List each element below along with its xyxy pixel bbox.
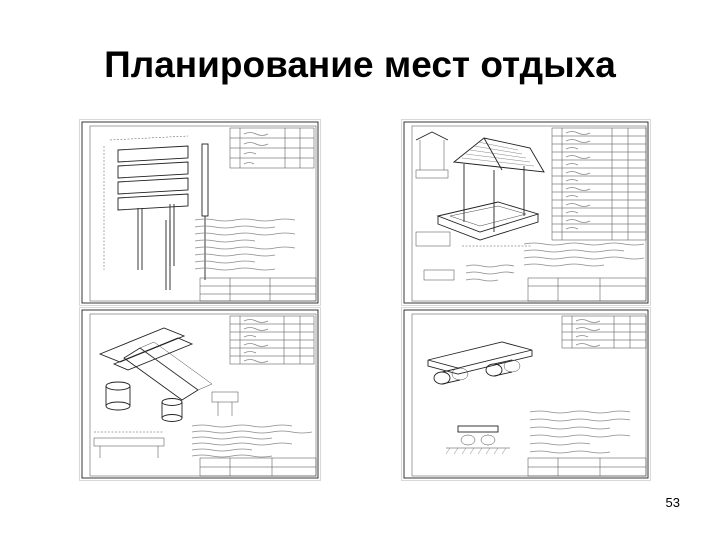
gazebo-sandbox-drawing [403,121,649,304]
title-block [527,457,647,477]
sandbox [436,201,540,241]
page-number: 53 [665,495,680,510]
title-block [199,457,317,477]
drawing-sheet-gazebo-sandbox [402,120,650,305]
crossed-bench-drawing [81,309,319,479]
spec-table [229,315,315,365]
sign-planks [117,145,189,211]
log-bench-drawing [403,309,649,479]
drawing-sheet-log-bench [402,308,650,480]
spec-table [551,127,647,241]
log-supports [433,359,521,385]
spec-table [561,315,647,349]
bench-planks [98,327,213,401]
drawing-sheet-crossed-bench [80,308,320,480]
title-block [527,277,647,302]
drawing-sheet-sign-board [80,120,320,305]
log-bench-top [427,341,533,375]
gazebo-roof [452,137,545,173]
slide-title: Планирование мест отдыха [104,44,616,85]
sign-board-drawing [81,121,319,304]
spec-table [229,127,315,169]
title-block [199,277,317,302]
stump-supports [105,381,183,422]
